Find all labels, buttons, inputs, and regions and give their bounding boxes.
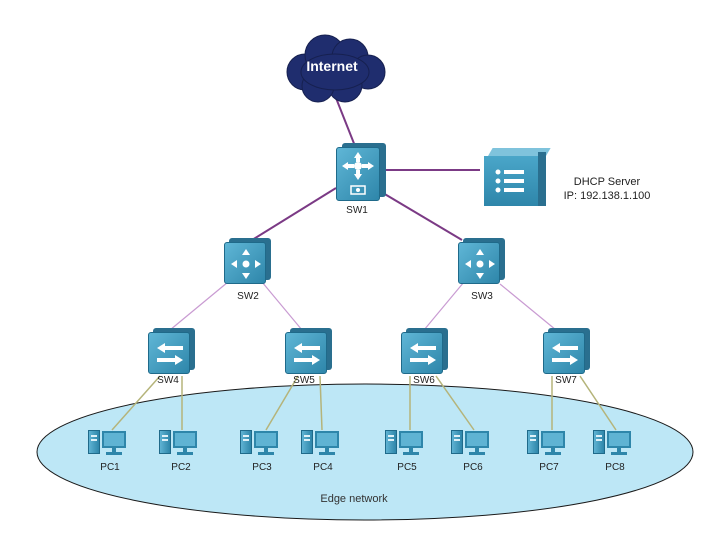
pc8-label: PC8 [605, 462, 625, 473]
pc3-label: PC3 [252, 462, 272, 473]
pc-tower-icon [88, 430, 100, 454]
pc-8[interactable] [593, 430, 637, 456]
pc-5[interactable] [385, 430, 429, 456]
sw3-label: SW3 [471, 291, 493, 302]
monitor-icon [541, 431, 565, 448]
switch-bidirectional-icon [294, 343, 320, 365]
pc-2[interactable] [159, 430, 203, 456]
access-switch-sw6[interactable] [401, 328, 448, 378]
sw7-label: SW7 [555, 375, 577, 386]
link-sw7-pc8 [579, 375, 617, 431]
pc-tower-icon [527, 430, 539, 454]
switch-arrows-icon [465, 249, 495, 279]
link-sw1-sw3 [377, 189, 463, 241]
pc6-label: PC6 [463, 462, 483, 473]
link-sw2-sw4 [169, 281, 229, 331]
edge-network-area [36, 383, 694, 521]
pc5-label: PC5 [397, 462, 417, 473]
monitor-icon [173, 431, 197, 448]
link-sw2-sw5 [261, 281, 303, 331]
pc7-label: PC7 [539, 462, 559, 473]
link-sw3-sw6 [423, 281, 465, 331]
router-arrows-icon [342, 152, 374, 195]
pc-4[interactable] [301, 430, 345, 456]
distribution-switch-sw3[interactable] [458, 238, 505, 288]
pc-6[interactable] [451, 430, 495, 456]
access-switch-sw5[interactable] [285, 328, 332, 378]
monitor-icon [315, 431, 339, 448]
pc-1[interactable] [88, 430, 132, 456]
dhcp-server-title: DHCP Server [573, 176, 641, 188]
access-switch-sw4[interactable] [148, 328, 195, 378]
pc-tower-icon [593, 430, 605, 454]
pc-3[interactable] [240, 430, 284, 456]
sw1-label: SW1 [346, 205, 368, 216]
pc-tower-icon [159, 430, 171, 454]
monitor-icon [254, 431, 278, 448]
sw6-label: SW6 [413, 375, 435, 386]
pc-tower-icon [240, 430, 252, 454]
pc-7[interactable] [527, 430, 571, 456]
monitor-icon [465, 431, 489, 448]
switch-bidirectional-icon [552, 343, 578, 365]
switch-arrows-icon [231, 249, 261, 279]
link-sw6-pc6 [435, 375, 475, 431]
core-switch-sw1[interactable] [336, 143, 386, 205]
link-sw5-pc3 [265, 375, 299, 431]
pc-tower-icon [301, 430, 313, 454]
monitor-icon [607, 431, 631, 448]
sw4-label: SW4 [157, 375, 179, 386]
switch-bidirectional-icon [157, 343, 183, 365]
internet-label: Internet [306, 58, 358, 74]
edge-network-label: Edge network [320, 493, 388, 505]
distribution-switch-sw2[interactable] [224, 238, 271, 288]
monitor-icon [102, 431, 126, 448]
access-switch-sw7[interactable] [543, 328, 590, 378]
internet-cloud [286, 34, 386, 103]
link-sw1-sw2 [251, 187, 337, 241]
sw5-label: SW5 [293, 375, 315, 386]
dhcp-server-ip: IP: 192.138.1.100 [563, 190, 651, 202]
switch-bidirectional-icon [410, 343, 436, 365]
dhcp-server[interactable] [484, 148, 551, 206]
link-sw3-sw7 [499, 283, 557, 331]
pc1-label: PC1 [100, 462, 120, 473]
pc-tower-icon [385, 430, 397, 454]
link-internet-sw1 [335, 97, 356, 147]
monitor-icon [399, 431, 423, 448]
link-sw5-pc4 [319, 375, 323, 431]
pc-tower-icon [451, 430, 463, 454]
link-sw4-pc1 [111, 375, 161, 431]
pc4-label: PC4 [313, 462, 333, 473]
sw2-label: SW2 [237, 291, 259, 302]
pc2-label: PC2 [171, 462, 191, 473]
server-list-icon [495, 169, 524, 193]
